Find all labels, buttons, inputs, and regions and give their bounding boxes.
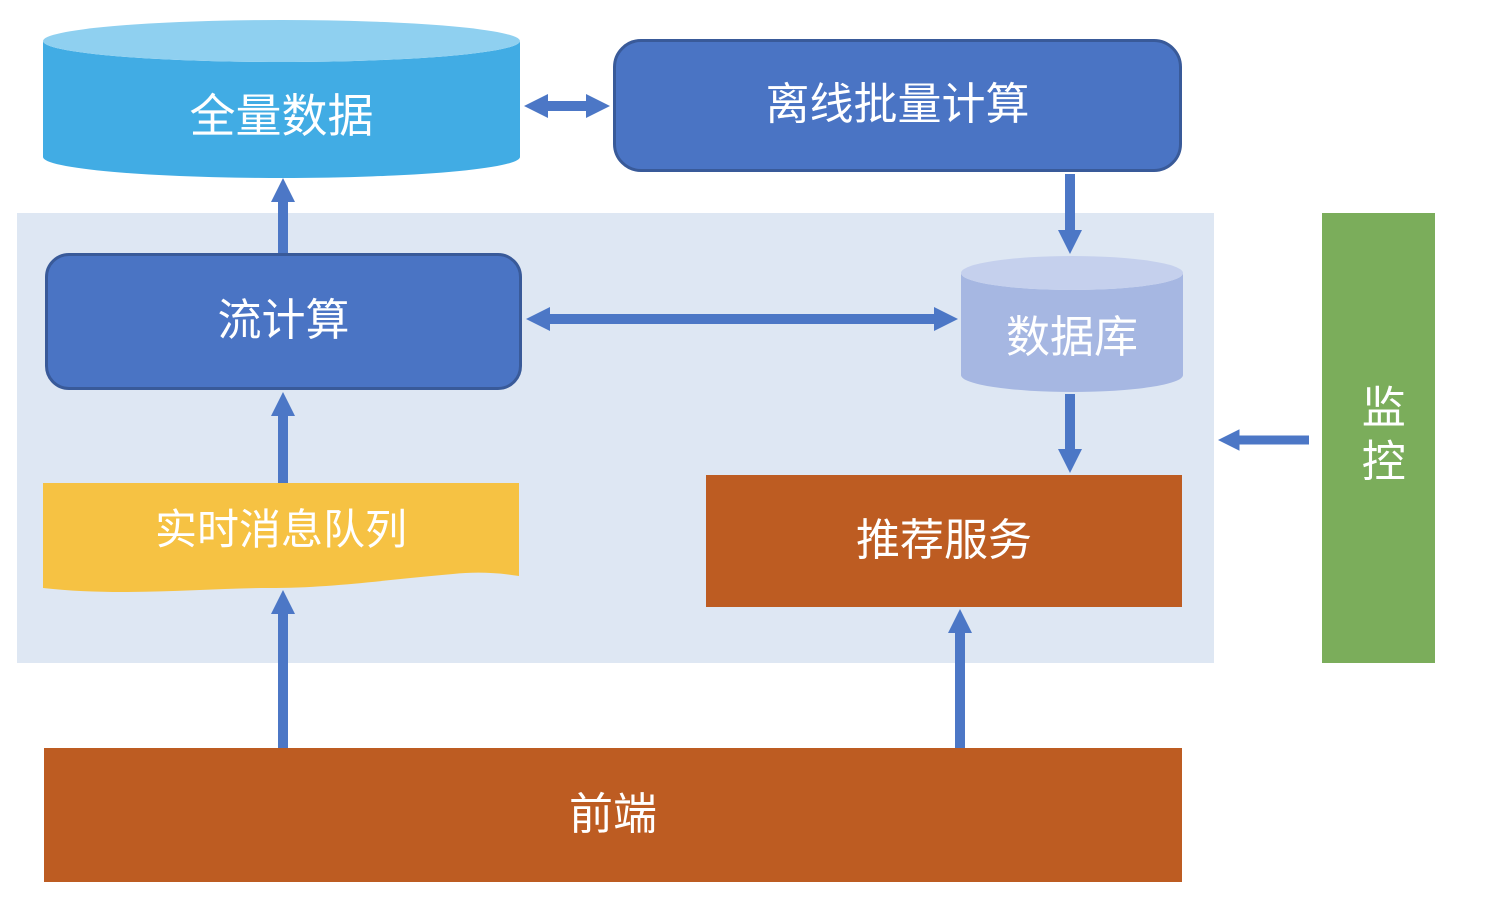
- node-recommendation-service: 推荐服务: [706, 475, 1182, 607]
- cylinder-shape: [43, 20, 520, 178]
- node-monitoring-label: 监控: [1354, 384, 1404, 492]
- node-stream-compute: 流计算: [45, 253, 522, 390]
- node-full-data-label: 全量数据: [189, 89, 374, 142]
- node-monitoring: 监控: [1322, 213, 1435, 663]
- document-shape: [43, 483, 519, 592]
- node-realtime-message-queue-label: 实时消息队列: [154, 505, 407, 553]
- node-stream-compute-label: 流计算: [217, 296, 350, 346]
- node-recommendation-service-label: 推荐服务: [856, 515, 1032, 565]
- node-frontend: 前端: [44, 748, 1182, 882]
- node-frontend-label: 前端: [569, 789, 657, 839]
- node-offline-batch-compute-label: 离线批量计算: [765, 80, 1030, 130]
- node-database: 数据库: [961, 256, 1183, 392]
- node-full-data: 全量数据: [43, 20, 520, 178]
- cylinder-shape: [961, 256, 1183, 392]
- node-realtime-message-queue: 实时消息队列: [43, 483, 519, 598]
- node-database-label: 数据库: [1006, 312, 1138, 362]
- node-offline-batch-compute: 离线批量计算: [613, 39, 1182, 172]
